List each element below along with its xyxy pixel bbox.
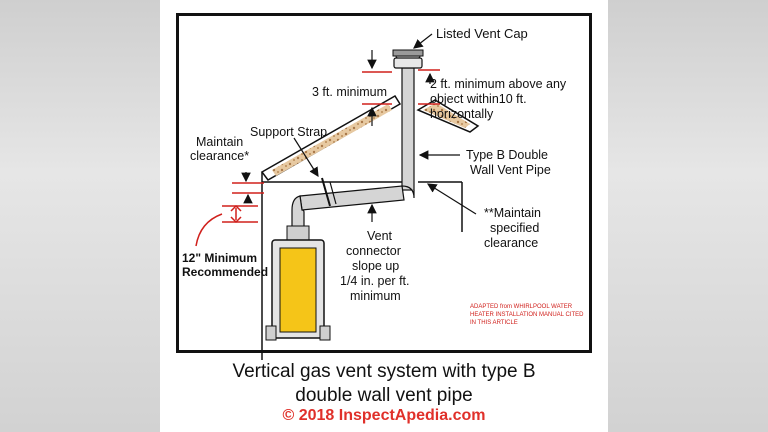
label-adapted-line1: ADAPTED from WHIRLPOOL WATER <box>470 304 573 310</box>
label-listed-vent-cap: Listed Vent Cap <box>436 26 528 41</box>
label-adapted-line2: HEATER INSTALLATION MANUAL CITED <box>470 312 584 318</box>
background-blur-left <box>0 0 160 432</box>
label-2ft-line1: 2 ft. minimum above any <box>430 77 567 91</box>
label-vent-line1: Vent <box>367 229 393 243</box>
label-12in-line1: 12" Minimum <box>182 251 257 265</box>
label-specified-line1: **Maintain <box>484 206 541 220</box>
roof-left <box>260 94 402 181</box>
copyright-text: © 2018 InspectApedia.com <box>282 407 486 424</box>
label-adapted-line3: IN THIS ARTICLE <box>470 320 518 326</box>
label-2ft-line2: object within10 ft. <box>430 92 527 106</box>
type-b-vent-pipe <box>393 51 423 191</box>
caption-line2: double wall vent pipe <box>295 385 473 406</box>
vent-cap <box>392 49 424 57</box>
label-vent-line4: 1/4 in. per ft. <box>340 274 409 288</box>
label-specified-line3: clearance <box>484 236 538 250</box>
label-vent-line5: minimum <box>350 289 401 303</box>
dimension-marks <box>195 69 440 247</box>
label-specified-line2: specified <box>490 221 539 235</box>
pointer-arrows <box>241 33 477 222</box>
label-type-b-line1: Type B Double <box>466 148 548 162</box>
support-strap <box>321 177 337 207</box>
label-12in-line2: Recommended <box>182 265 268 279</box>
vent-connector <box>291 185 415 233</box>
caption-line1: Vertical gas vent system with type B <box>232 361 536 382</box>
ceiling <box>261 172 463 360</box>
label-3ft-minimum: 3 ft. minimum <box>312 85 387 99</box>
label-2ft-line3: horizontally <box>430 107 494 121</box>
label-maintain-line1: Maintain <box>196 135 243 149</box>
label-maintain-line2: clearance* <box>190 149 249 163</box>
label-vent-line3: slope up <box>352 259 399 273</box>
water-heater <box>265 225 331 341</box>
label-support-strap: Support Strap <box>250 125 327 139</box>
label-vent-line2: connector <box>346 244 401 258</box>
background-blur-right <box>608 0 768 432</box>
label-type-b-line2: Wall Vent Pipe <box>470 163 551 177</box>
